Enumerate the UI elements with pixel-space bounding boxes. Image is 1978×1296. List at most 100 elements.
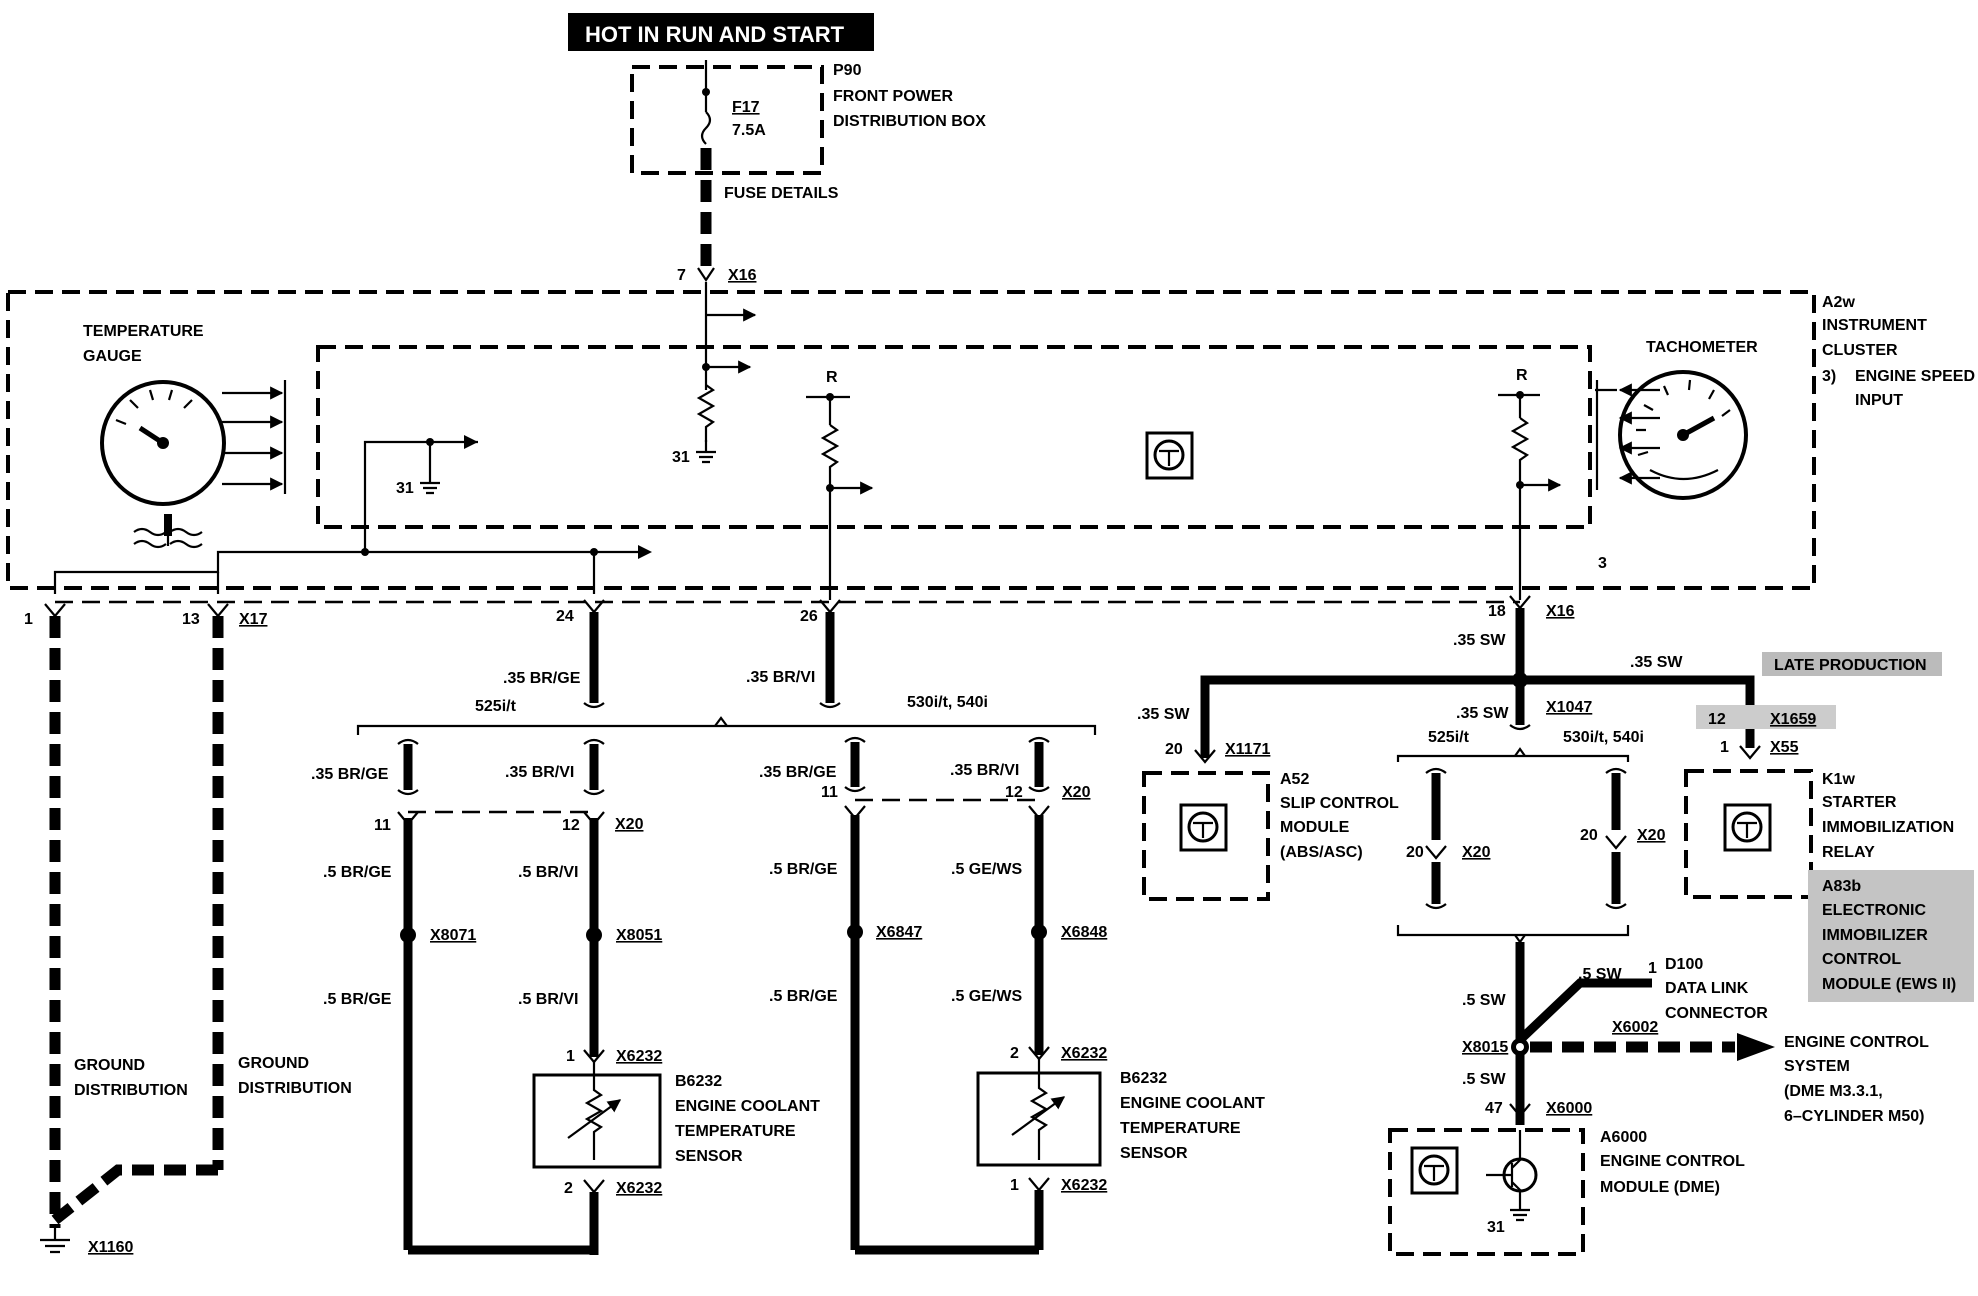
- wire-b2-35: .35 BR/VI: [505, 764, 574, 781]
- fuse-f17-id: F17: [732, 99, 760, 116]
- r-label-left: R: [826, 369, 838, 386]
- a6000-line2: MODULE (DME): [1600, 1179, 1720, 1196]
- pin-26: 26: [800, 608, 818, 625]
- pin-11-b3: 11: [821, 784, 838, 801]
- coolant-sensor-1: [532, 1073, 662, 1169]
- splice-x8051: [586, 927, 602, 943]
- x6232-s1-top: X6232: [616, 1048, 662, 1065]
- wire-sw-35-b: .35 SW: [1630, 654, 1683, 671]
- x6232-s2-top: X6232: [1061, 1045, 1107, 1062]
- tachometer-icon: [1618, 370, 1748, 500]
- k1w-line1: STARTER: [1822, 794, 1897, 811]
- wire-b2-5b: .5 BR/VI: [518, 991, 578, 1008]
- splice-x1047: [1512, 672, 1528, 688]
- wire-b1-5b: .5 BR/GE: [323, 991, 392, 1008]
- pin-1-sensor2: 1: [1010, 1177, 1019, 1194]
- ground-dist-left-1: GROUND: [74, 1057, 145, 1074]
- x20-b2: X20: [615, 816, 644, 833]
- x20-right-right: X20: [1637, 827, 1666, 844]
- pin-20-a52: 20: [1165, 741, 1183, 758]
- splice-x6847: [847, 924, 863, 940]
- hot-in-run-banner: [568, 13, 874, 51]
- instrument-cluster-box: [6, 290, 1816, 590]
- ground-31-mid: 31: [396, 480, 414, 497]
- k1w-module-icon: [1723, 803, 1772, 852]
- a6000-module-box: [1388, 1128, 1585, 1256]
- a52-id: A52: [1280, 771, 1309, 788]
- note-3-line1: ENGINE SPEED: [1855, 368, 1975, 385]
- cluster-inner-box: [316, 345, 1592, 529]
- ground-dist-right-2: DISTRIBUTION: [238, 1080, 352, 1097]
- x16-bottom-label: X16: [1546, 603, 1575, 620]
- pin-12-b4: 12: [1005, 784, 1023, 801]
- variant-530-right: 530i/t, 540i: [1563, 729, 1644, 746]
- p90-line2: DISTRIBUTION BOX: [833, 113, 986, 130]
- pin-18: 18: [1488, 603, 1506, 620]
- wire-b2-5a: .5 BR/VI: [518, 864, 578, 881]
- a2w-line2: CLUSTER: [1822, 342, 1898, 359]
- ecs-line4: 6–CYLINDER M50): [1784, 1108, 1924, 1125]
- a83b-id: A83b: [1822, 878, 1861, 895]
- branch-4: [1028, 736, 1050, 1055]
- a83b-line3: CONTROL: [1822, 951, 1901, 968]
- temperature-gauge-icon: [100, 380, 226, 506]
- fuse-f17-rating: 7.5A: [732, 122, 766, 139]
- variant-525-right: 525i/t: [1428, 729, 1470, 746]
- a6000-line1: ENGINE CONTROL: [1600, 1153, 1745, 1170]
- ref-3-label: 3: [1598, 555, 1607, 572]
- wire-b4-5a: .5 GE/WS: [951, 861, 1022, 878]
- pin-1-x17: 1: [24, 611, 33, 628]
- cluster-resistor-1: [696, 384, 716, 442]
- pin-2-sensor2: 2: [1010, 1045, 1019, 1062]
- wire-br-vi-35-top: .35 BR/VI: [746, 669, 815, 686]
- ground-dist-left-2: DISTRIBUTION: [74, 1082, 188, 1099]
- wire-b3-35: .35 BR/GE: [759, 764, 837, 781]
- a6000-id: A6000: [1600, 1129, 1647, 1146]
- ecs-line2: SYSTEM: [1784, 1058, 1850, 1075]
- wire-sw-5-d100: .5 SW: [1578, 966, 1622, 983]
- k1w-id: K1w: [1822, 771, 1855, 788]
- x20-b4: X20: [1062, 784, 1091, 801]
- ground-dist-right-1: GROUND: [238, 1055, 309, 1072]
- wire-b3-5a: .5 BR/GE: [769, 861, 838, 878]
- splice-x8071: [400, 927, 416, 943]
- wire-br-ge-35-top: .35 BR/GE: [503, 670, 581, 687]
- a52-line3: (ABS/ASC): [1280, 844, 1363, 861]
- x6232-s2-bot: X6232: [1061, 1177, 1107, 1194]
- wire-b3-5b: .5 BR/GE: [769, 988, 838, 1005]
- a83b-line2: IMMOBILIZER: [1822, 927, 1928, 944]
- sensor2-line1: ENGINE COOLANT: [1120, 1095, 1265, 1112]
- note-3-num: 3): [1822, 368, 1836, 385]
- a83b-badge: [1808, 870, 1974, 1002]
- sensor1-line3: SENSOR: [675, 1148, 743, 1165]
- a6000-module-icon: [1410, 1146, 1459, 1195]
- note-3-line2: INPUT: [1855, 392, 1903, 409]
- d100-line1: DATA LINK: [1665, 980, 1749, 997]
- k1w-line3: RELAY: [1822, 844, 1875, 861]
- x8071-label: X8071: [430, 927, 476, 944]
- p90-line1: FRONT POWER: [833, 88, 953, 105]
- pin-1-sensor1: 1: [566, 1048, 575, 1065]
- r-label-right: R: [1516, 367, 1528, 384]
- pin-20-x20-left: 20: [1406, 844, 1424, 861]
- x6847-label: X6847: [876, 924, 922, 941]
- pin-12-b2: 12: [562, 817, 580, 834]
- x1047-label: X1047: [1546, 699, 1592, 716]
- a52-module-icon: [1179, 803, 1228, 852]
- x20-right-left: X20: [1462, 844, 1491, 861]
- cluster-resistor-3: [1510, 417, 1530, 600]
- tachometer-label: TACHOMETER: [1646, 339, 1758, 356]
- p90-id: P90: [833, 62, 862, 79]
- d100-line2: CONNECTOR: [1665, 1005, 1768, 1022]
- wire-b1-5a: .5 BR/GE: [323, 864, 392, 881]
- cluster-module-icon: [1145, 431, 1194, 480]
- variant-530-left: 530i/t, 540i: [907, 694, 988, 711]
- late-production-label: LATE PRODUCTION: [1774, 657, 1927, 674]
- hot-in-run-label: HOT IN RUN AND START: [585, 22, 845, 47]
- x1659-label: X1659: [1770, 711, 1816, 728]
- wire-b4-35: .35 BR/VI: [950, 762, 1019, 779]
- x6002-label: X6002: [1612, 1019, 1658, 1036]
- ecs-line1: ENGINE CONTROL: [1784, 1034, 1929, 1051]
- sensor1-line2: TEMPERATURE: [675, 1123, 796, 1140]
- pin-20-x20-right: 20: [1580, 827, 1598, 844]
